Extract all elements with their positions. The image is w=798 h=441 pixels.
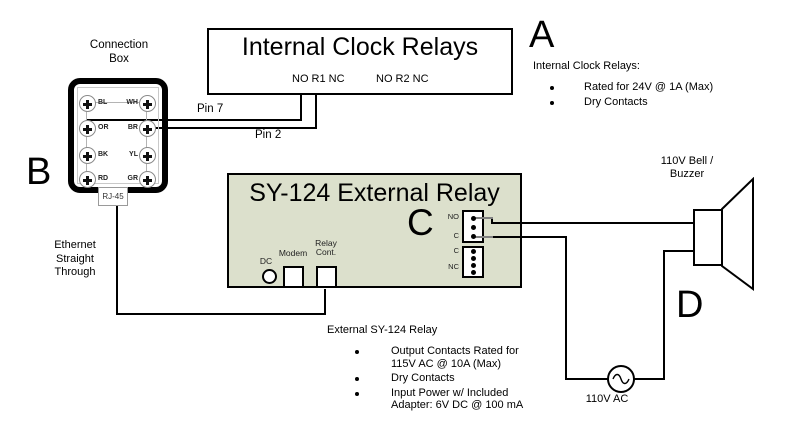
terminal-dot-icon (471, 256, 476, 261)
terminal-label-gr: GR (127, 175, 139, 182)
list-item: Dry Contacts (327, 372, 537, 385)
bullet-icon (550, 86, 554, 90)
relay2-contacts-label: NO R2 NC (376, 73, 429, 85)
internal-clock-relays-title: Internal Clock Relays (241, 33, 479, 61)
terminal-dot-icon (471, 225, 476, 230)
terminal-block-2 (462, 246, 484, 278)
modem-port (283, 266, 304, 288)
terminal-screw-icon (139, 171, 156, 188)
terminal-screw-icon (79, 171, 96, 188)
terminal-label-br: BR (127, 124, 138, 131)
relay1-contacts-label: NO R1 NC (292, 73, 345, 85)
section-label-b: B (26, 151, 52, 193)
modem-port-label: Modem (278, 248, 308, 258)
bullet-icon (355, 377, 359, 381)
notes-external-relay: External SY-124 Relay Output Contacts Ra… (327, 324, 537, 414)
bell-horn-icon (721, 177, 754, 291)
wire-no-to-bell (491, 217, 493, 224)
terminal-stub-wire (473, 236, 493, 238)
bullet-icon (355, 350, 359, 354)
terminal-label-yl: YL (129, 151, 138, 158)
notes-external-heading: External SY-124 Relay (327, 324, 438, 336)
wire-pin2 (315, 95, 317, 129)
connection-box-title: Connection Box (89, 39, 149, 65)
bullet-icon (550, 101, 554, 105)
terminal-screw-icon (139, 95, 156, 112)
wire-ac-to-bell (632, 378, 665, 380)
bell-label: 110V Bell / Buzzer (660, 155, 714, 180)
bullet-icon (355, 391, 359, 396)
rj45-port: RJ-45 (98, 187, 128, 206)
ac-source-label: 110V AC (585, 393, 629, 405)
terminal-screw-icon (79, 120, 96, 137)
wire-ethernet (116, 313, 326, 315)
wire-pin2 (147, 127, 317, 129)
terminal-dot-icon (471, 234, 476, 239)
bell-body (693, 209, 723, 266)
internal-clock-relays-box: Internal Clock Relays (207, 28, 513, 95)
notes-internal-heading: Internal Clock Relays: (533, 60, 640, 72)
connection-box-inner-panel (77, 87, 159, 184)
wire-ac-to-bell (663, 250, 665, 380)
terminal-label-bl: BL (98, 99, 108, 106)
terminal-stub-wire (473, 217, 493, 219)
wire-c-to-ac (491, 236, 567, 238)
wire-c-to-ac (565, 236, 567, 380)
terminal-label-or: OR (98, 124, 109, 131)
terminal-screw-icon (139, 120, 156, 137)
terminal-dot-icon (471, 249, 476, 254)
dc-port (262, 269, 277, 284)
relay-cont-port (316, 266, 337, 288)
terminal-dot-icon (471, 270, 476, 275)
wire-ac-to-bell (663, 250, 695, 252)
pin2-label: Pin 2 (255, 129, 282, 141)
terminal-label-wh: WH (126, 99, 138, 106)
wire-ethernet (116, 205, 118, 315)
wire-pin7 (300, 95, 302, 121)
terminal-screw-icon (139, 147, 156, 164)
ac-source-icon (607, 365, 635, 393)
sine-wave-icon (612, 373, 630, 385)
list-item: Input Power w/ Included Adapter: 6V DC @… (327, 387, 537, 412)
terminal-link-line (146, 104, 147, 180)
section-label-d: D (676, 284, 704, 326)
block2-nc-label: NC (448, 262, 459, 271)
block1-no-label: NO (447, 212, 459, 221)
list-item: Dry Contacts (533, 96, 713, 109)
dc-port-label: DC (259, 256, 273, 266)
sy124-board-title: SY-124 External Relay (249, 179, 500, 207)
terminal-link-line (95, 102, 139, 103)
terminal-screw-icon (79, 95, 96, 112)
wire-no-to-bell (491, 222, 695, 224)
wire-ethernet (324, 289, 326, 315)
terminal-screw-icon (79, 147, 96, 164)
section-label-a: A (529, 14, 555, 56)
relay-cont-port-label: Relay Cont. (315, 238, 337, 257)
block2-c-label: C (453, 246, 459, 255)
terminal-label-bk: BK (98, 151, 109, 158)
pin7-label: Pin 7 (197, 103, 224, 115)
list-item: Output Contacts Rated for 115V AC @ 10A … (327, 345, 537, 370)
terminal-dot-icon (471, 216, 476, 221)
terminal-link-line (86, 104, 87, 180)
wire-pin7 (86, 119, 302, 121)
section-label-c: C (407, 202, 434, 243)
ethernet-label: Ethernet Straight Through (54, 239, 96, 278)
block1-c-label: C (453, 231, 459, 240)
list-item: Rated for 24V @ 1A (Max) (533, 81, 713, 94)
notes-internal-clock: Internal Clock Relays: Rated for 24V @ 1… (533, 60, 713, 111)
wire-c-to-ac (565, 378, 611, 380)
terminal-label-rd: RD (98, 175, 109, 182)
terminal-dot-icon (471, 263, 476, 268)
